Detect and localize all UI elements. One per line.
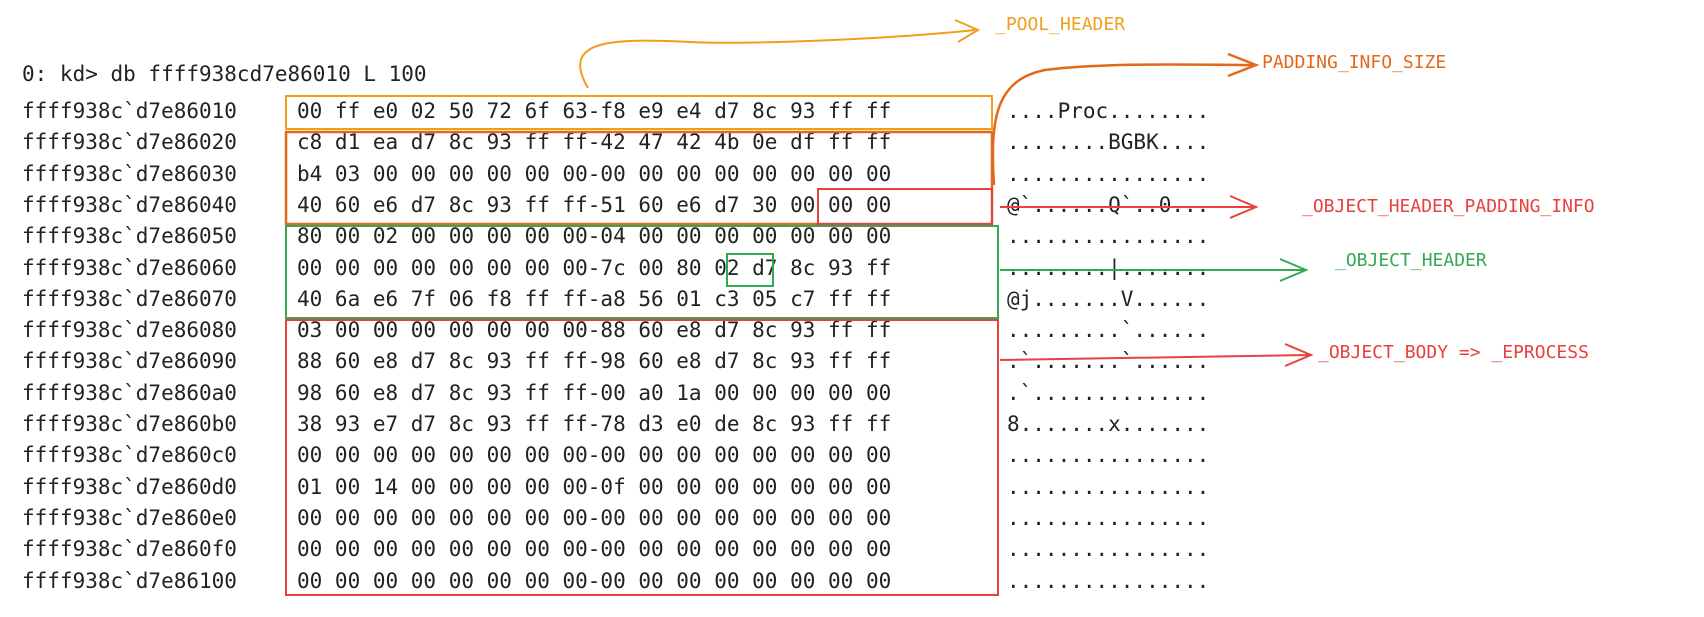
row-ascii: ........|....... [1007, 255, 1210, 280]
row-address: ffff938c`d7e860e0 [22, 505, 237, 530]
row-address: ffff938c`d7e86030 [22, 161, 237, 186]
row-hex-bytes: 00 00 00 00 00 00 00 00-00 00 00 00 00 0… [297, 505, 892, 530]
row-hex-bytes: b4 03 00 00 00 00 00 00-00 00 00 00 00 0… [297, 161, 892, 186]
row-hex-bytes: 03 00 00 00 00 00 00 00-88 60 e8 d7 8c 9… [297, 318, 892, 343]
row-hex-bytes: 98 60 e8 d7 8c 93 ff ff-00 a0 1a 00 00 0… [297, 380, 892, 405]
row-hex-bytes: 00 00 00 00 00 00 00 00-7c 00 80 02 d7 8… [297, 255, 892, 280]
row-address: ffff938c`d7e86080 [22, 318, 237, 343]
row-hex-bytes: c8 d1 ea d7 8c 93 ff ff-42 47 42 4b 0e d… [297, 130, 892, 155]
row-ascii: ................ [1007, 474, 1210, 499]
memory-dump: 0: kd> db ffff938cd7e86010 L 100 ffff938… [22, 62, 1322, 602]
row-address: ffff938c`d7e86090 [22, 349, 237, 374]
row-hex-bytes: 00 ff e0 02 50 72 6f 63-f8 e9 e4 d7 8c 9… [297, 99, 892, 123]
row-ascii: ................ [1007, 568, 1210, 593]
row-ascii: @j.......V...... [1007, 286, 1210, 311]
row-address: ffff938c`d7e860c0 [22, 443, 237, 468]
row-address: ffff938c`d7e86050 [22, 224, 237, 249]
row-hex-bytes: 40 6a e6 7f 06 f8 ff ff-a8 56 01 c3 05 c… [297, 286, 892, 311]
row-ascii: ........BGBK.... [1007, 130, 1210, 155]
row-hex-bytes: 00 00 00 00 00 00 00 00-00 00 00 00 00 0… [297, 568, 892, 593]
row-ascii: @`......Q`..0... [1007, 192, 1210, 217]
row-address: ffff938c`d7e860a0 [22, 380, 237, 405]
row-ascii: ................ [1007, 443, 1210, 468]
padding-info-size-label: PADDING_INFO_SIZE [1262, 52, 1447, 73]
row-hex-bytes: 00 00 00 00 00 00 00 00-00 00 00 00 00 0… [297, 537, 892, 562]
row-address: ffff938c`d7e860f0 [22, 537, 237, 562]
object-header-padding-info-label: _OBJECT_HEADER_PADDING_INFO [1302, 196, 1595, 217]
row-ascii: ................ [1007, 224, 1210, 249]
row-address: ffff938c`d7e860b0 [22, 412, 237, 436]
row-address: ffff938c`d7e86040 [22, 192, 237, 217]
row-address: ffff938c`d7e86010 [22, 99, 237, 123]
row-address: ffff938c`d7e86100 [22, 568, 237, 593]
row-hex-bytes: 38 93 e7 d7 8c 93 ff ff-78 d3 e0 de 8c 9… [297, 412, 892, 436]
debugger-command: 0: kd> db ffff938cd7e86010 L 100 [22, 62, 427, 86]
row-ascii: ................ [1007, 537, 1210, 562]
object-body-label: _OBJECT_BODY => _EPROCESS [1318, 342, 1589, 363]
row-ascii: .........`...... [1007, 318, 1210, 343]
row-hex-bytes: 80 00 02 00 00 00 00 00-04 00 00 00 00 0… [297, 224, 892, 249]
row-ascii: ....Proc........ [1007, 99, 1210, 123]
row-ascii: ................ [1007, 505, 1210, 530]
row-address: ffff938c`d7e86020 [22, 130, 237, 155]
row-hex-bytes: 88 60 e8 d7 8c 93 ff ff-98 60 e8 d7 8c 9… [297, 349, 892, 374]
object-header-label: _OBJECT_HEADER [1335, 250, 1487, 271]
row-address: ffff938c`d7e86070 [22, 286, 237, 311]
row-address: ffff938c`d7e860d0 [22, 474, 237, 499]
row-ascii: 8.......x....... [1007, 412, 1210, 436]
pool-header-label: _POOL_HEADER [995, 14, 1126, 35]
row-hex-bytes: 00 00 00 00 00 00 00 00-00 00 00 00 00 0… [297, 443, 892, 468]
row-ascii: ................ [1007, 161, 1210, 186]
row-ascii: .`.............. [1007, 380, 1210, 405]
row-hex-bytes: 01 00 14 00 00 00 00 00-0f 00 00 00 00 0… [297, 474, 892, 499]
row-hex-bytes: 40 60 e6 d7 8c 93 ff ff-51 60 e6 d7 30 0… [297, 192, 892, 217]
row-ascii: .`.......`...... [1007, 349, 1210, 374]
pool-header-arrowhead [954, 19, 981, 43]
row-address: ffff938c`d7e86060 [22, 255, 237, 280]
